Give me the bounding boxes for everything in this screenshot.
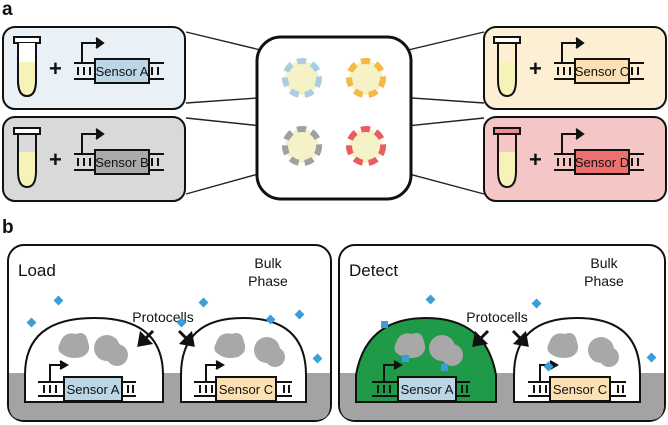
sensor-b-label: Sensor B — [95, 155, 148, 170]
protocell-d — [346, 126, 386, 166]
detect-title: Detect — [349, 261, 398, 280]
sensor-a-box — [94, 58, 150, 84]
sensor-b-box — [94, 149, 150, 175]
sensor-a-label: Sensor A — [67, 382, 120, 397]
cell-free-blobs — [58, 333, 285, 367]
sensor-a-box — [63, 376, 123, 402]
sensor-a-box — [397, 376, 457, 402]
plus-sign: + — [529, 147, 542, 172]
protocell-b — [282, 126, 322, 166]
substrate — [340, 373, 664, 420]
panel-a-letter: a — [2, 0, 13, 20]
load-panel: Load Bulk Phase Protocells — [7, 244, 332, 422]
plus-sign: + — [49, 56, 62, 81]
panel-b-letter: b — [2, 217, 14, 238]
test-tube-icon — [13, 36, 41, 98]
sensor-c-label: Sensor C — [553, 382, 607, 397]
test-tube-icon — [493, 36, 521, 98]
bulk-label: Bulk — [254, 255, 282, 271]
bulk-label: Bulk — [590, 255, 618, 271]
sensor-c-label: Sensor C — [219, 382, 273, 397]
sensor-box-d: + Sensor D — [483, 116, 667, 202]
phase-label: Phase — [584, 273, 624, 289]
test-tube-icon — [13, 127, 41, 189]
load-title: Load — [18, 261, 56, 280]
sensor-c-label: Sensor C — [575, 64, 629, 79]
protocell-c — [346, 58, 386, 98]
detect-panel: Detect Bulk Phase Protocells Sensor A Se… — [338, 244, 666, 422]
sensor-box-b: + Sensor B — [2, 116, 186, 202]
target-molecules — [381, 294, 657, 372]
sensor-a-label: Sensor A — [96, 64, 149, 79]
phase-label: Phase — [248, 273, 288, 289]
sensor-a-label: Sensor A — [401, 382, 454, 397]
sensor-d-label: Sensor D — [575, 155, 629, 170]
sensor-d-box — [574, 149, 630, 175]
plus-sign: + — [49, 147, 62, 172]
cell-free-blobs — [394, 333, 619, 367]
sensor-c-box — [215, 376, 277, 402]
sensor-c-box — [574, 58, 630, 84]
substrate — [9, 373, 330, 420]
protocell-a — [282, 58, 322, 98]
sensor-box-c: + Sensor C — [483, 26, 667, 110]
test-tube-icon — [493, 127, 521, 189]
arrow-icon — [137, 329, 195, 347]
sensor-c-box — [549, 376, 611, 402]
protocell-chamber — [255, 35, 413, 201]
connector-lines — [185, 31, 485, 195]
sensor-box-a: + Sensor A — [2, 26, 186, 110]
arrow-icon — [472, 329, 529, 347]
protocells-label: Protocells — [466, 309, 527, 325]
plus-sign: + — [529, 56, 542, 81]
